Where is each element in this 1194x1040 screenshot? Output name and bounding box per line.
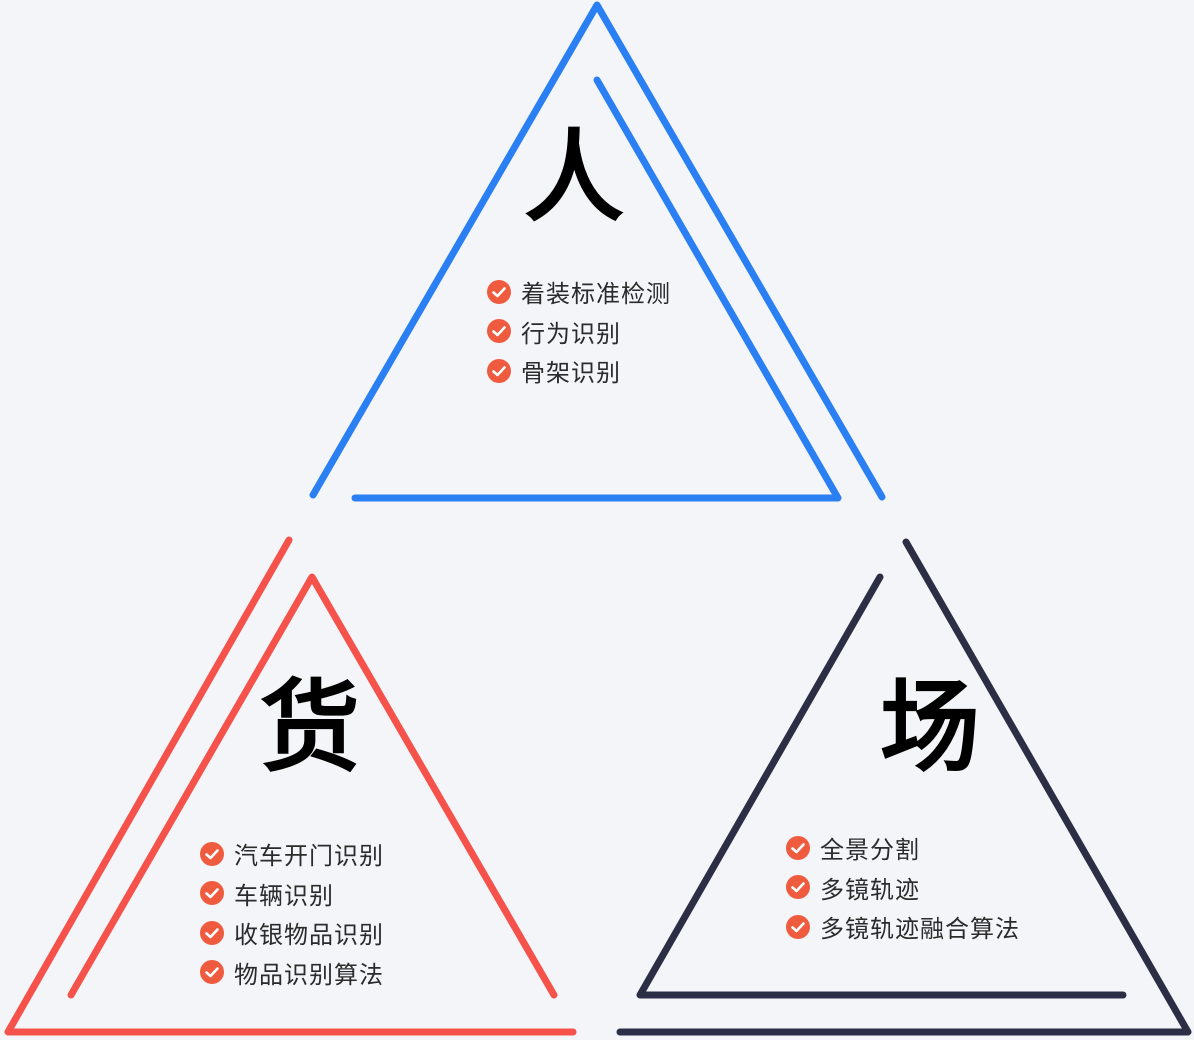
goods-feature-list: 汽车开门识别 车辆识别 收银物品识别 物品识别算法 [200,834,384,992]
check-circle-icon [487,279,511,304]
place-title: 场 [880,669,980,786]
list-item: 车辆识别 [200,874,384,914]
list-item-label: 行为识别 [521,319,621,348]
place-inner-triangle [636,573,1127,999]
list-item: 多镜轨迹融合算法 [786,907,1020,947]
place-outer-triangle [616,538,1192,1036]
list-item: 多镜轨迹 [786,868,1020,908]
list-item-label: 多镜轨迹融合算法 [820,915,1020,944]
check-circle-icon [200,881,224,906]
place-feature-list: 全景分割 多镜轨迹 多镜轨迹融合算法 [786,828,1020,947]
check-circle-icon [487,358,511,383]
list-item: 着装标准检测 [487,272,671,312]
people-outer-triangle [309,1,886,501]
list-item: 收银物品识别 [200,913,384,953]
list-item-label: 车辆识别 [234,881,334,910]
check-circle-icon [786,875,810,900]
list-item-label: 物品识别算法 [234,960,384,989]
list-item-label: 多镜轨迹 [820,875,920,904]
check-circle-icon [487,319,511,344]
goods-inner-triangle [67,573,558,999]
goods-title: 货 [260,669,360,786]
check-circle-icon [786,914,810,939]
people-inner-triangle [351,76,842,502]
list-item-label: 骨架识别 [521,359,621,388]
list-item: 物品识别算法 [200,953,384,993]
list-item: 骨架识别 [487,351,671,391]
people-title: 人 [524,119,624,236]
goods-outer-triangle [4,536,577,1036]
list-item: 汽车开门识别 [200,834,384,874]
list-item: 全景分割 [786,828,1020,868]
list-item-label: 全景分割 [820,836,920,865]
check-circle-icon [200,960,224,985]
check-circle-icon [200,920,224,945]
list-item-label: 汽车开门识别 [234,842,384,871]
list-item-label: 收银物品识别 [234,921,384,950]
list-item: 行为识别 [487,312,671,352]
check-circle-icon [786,835,810,860]
people-feature-list: 着装标准检测 行为识别 骨架识别 [487,272,671,391]
list-item-label: 着装标准检测 [521,280,671,309]
check-circle-icon [200,841,224,866]
